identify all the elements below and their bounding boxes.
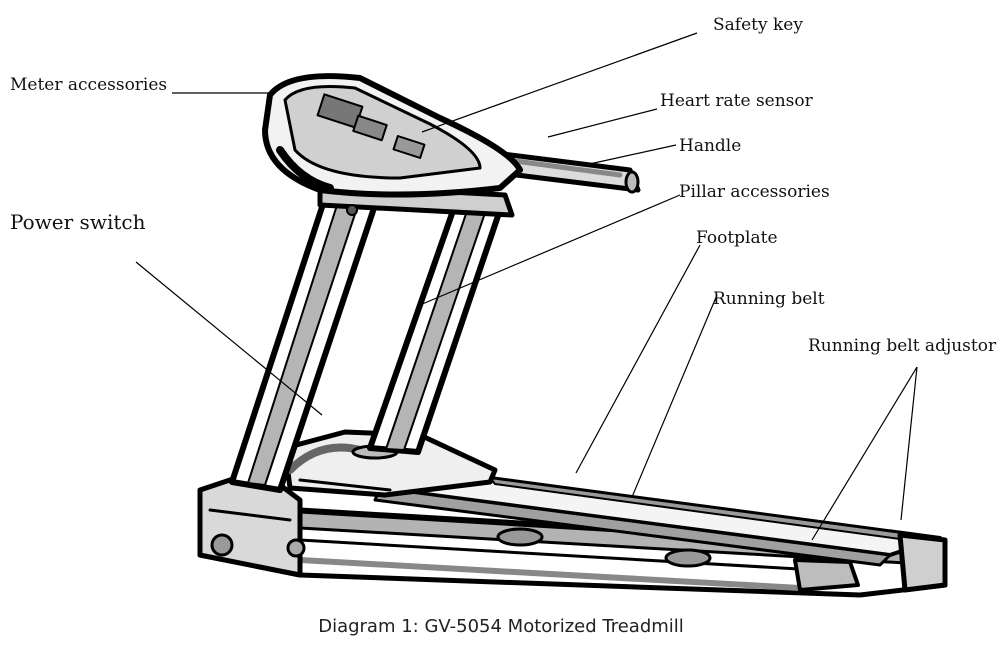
label-meter-accessories: Meter accessories <box>10 75 168 95</box>
treadmill-illustration <box>197 73 948 598</box>
label-running-belt: Running belt <box>713 289 825 309</box>
leader-adjustor-1 <box>811 366 918 541</box>
leader-heart-rate-sensor <box>547 108 658 138</box>
right-pillar <box>367 202 503 455</box>
label-heart-rate-sensor: Heart rate sensor <box>660 91 813 111</box>
leader-handle <box>584 144 677 166</box>
label-power-switch: Power switch <box>10 210 146 234</box>
label-footplate: Footplate <box>696 228 778 248</box>
leader-footplate <box>575 244 701 474</box>
label-safety-key: Safety key <box>713 15 803 35</box>
leader-adjustor-2 <box>900 366 918 521</box>
leader-safety-key <box>421 32 698 133</box>
leader-pillar-accessories <box>419 194 681 306</box>
front-housing <box>197 467 306 578</box>
diagram-caption: Diagram 1: GV-5054 Motorized Treadmill <box>318 616 684 637</box>
leader-running-belt <box>631 294 718 498</box>
label-pillar-accessories: Pillar accessories <box>679 182 830 202</box>
console <box>262 73 523 216</box>
rear-caps <box>793 532 948 593</box>
leader-lines <box>135 32 918 541</box>
leader-power-switch <box>135 261 323 416</box>
label-running-belt-adjustor: Running belt adjustor <box>808 336 997 356</box>
label-handle: Handle <box>679 136 742 156</box>
